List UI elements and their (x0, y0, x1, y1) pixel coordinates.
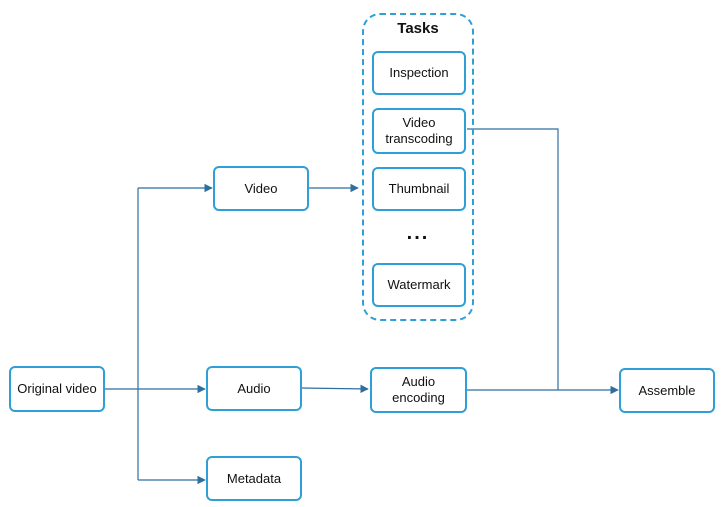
task-inspection-label: Inspection (389, 65, 449, 80)
node-assemble-label: Assemble (638, 382, 696, 398)
node-video[interactable]: Video (213, 166, 309, 211)
node-video-label: Video (244, 180, 278, 196)
node-audio[interactable]: Audio (206, 366, 302, 411)
task-watermark[interactable]: Watermark (372, 263, 466, 307)
task-inspection[interactable]: Inspection (372, 51, 466, 95)
node-original-video[interactable]: Original video (9, 366, 105, 412)
node-audio-encoding-label: Audio encoding (392, 374, 445, 405)
task-video-transcoding[interactable]: Video transcoding (372, 108, 466, 154)
tasks-group (362, 13, 474, 321)
task-thumbnail-label: Thumbnail (388, 181, 450, 196)
node-audio-encoding[interactable]: Audio encoding (370, 367, 467, 413)
node-assemble[interactable]: Assemble (619, 368, 715, 413)
node-audio-label: Audio (237, 380, 271, 396)
tasks-group-title: Tasks (397, 20, 439, 37)
node-metadata[interactable]: Metadata (206, 456, 302, 501)
tasks-ellipsis: ... (406, 222, 430, 244)
edge-audio-to-encoding (301, 384, 369, 394)
task-watermark-label: Watermark (387, 277, 451, 292)
task-video-transcoding-label: Video transcoding (385, 115, 453, 146)
edge-transcoding-to-assemble (467, 128, 559, 390)
task-thumbnail[interactable]: Thumbnail (372, 167, 466, 211)
node-metadata-label: Metadata (226, 470, 282, 486)
node-original-video-label: Original video (17, 381, 97, 396)
